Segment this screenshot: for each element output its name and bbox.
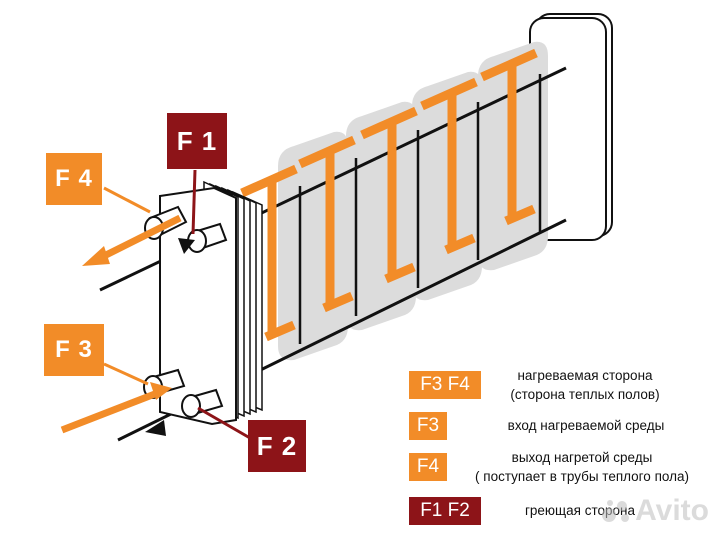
legend-text-f3: вход нагреваемой среды [507,418,665,433]
tag-f1: F 1 [167,113,227,169]
legend-text-f4-line1: выход нагретой среды [511,450,653,465]
legend-badge-f4: F4 [409,453,447,481]
leader-lines [103,169,251,440]
legend-text-f4-line2: ( поступает в трубы теплого пола) [475,469,689,484]
orange-flow-frame [420,77,478,255]
tag-f3: F 3 [44,324,104,376]
nozzle-f1 [187,222,228,253]
back-end-plate [529,13,613,241]
avito-logo-icon [602,500,630,522]
orange-flow-frame [360,106,418,284]
avito-watermark: Avito [601,494,709,528]
legend-badge-f3: F3 [409,412,447,440]
legend-text-f3-f4: нагреваемая сторона (сторона теплых поло… [500,366,670,404]
f4-arrow-head [82,246,110,266]
f2-arrow-head [145,420,166,436]
legend-text-f3-f4-line1: нагреваемая сторона [517,368,653,383]
legend-text-f3-f4-line2: (сторона теплых полов) [510,387,660,402]
legend-badge-f3-f4: F3 F4 [409,371,481,399]
legend-badge-f1-f2: F1 F2 [409,497,481,525]
legend-text-f4: выход нагретой среды ( поступает в трубы… [462,448,702,486]
flow-arrows [60,214,195,436]
tag-f2: F 2 [248,420,306,472]
orange-flow-frame [298,135,356,313]
avito-watermark-text: Avito [635,494,709,527]
flow-frames [240,48,542,344]
orange-flow-frame [240,164,298,342]
nozzle-f2 [181,388,224,418]
tag-f4: F 4 [46,153,102,205]
f1-arrow-head [178,238,195,254]
orange-flow-frame [480,48,538,226]
f3-arrow-head [150,382,172,400]
